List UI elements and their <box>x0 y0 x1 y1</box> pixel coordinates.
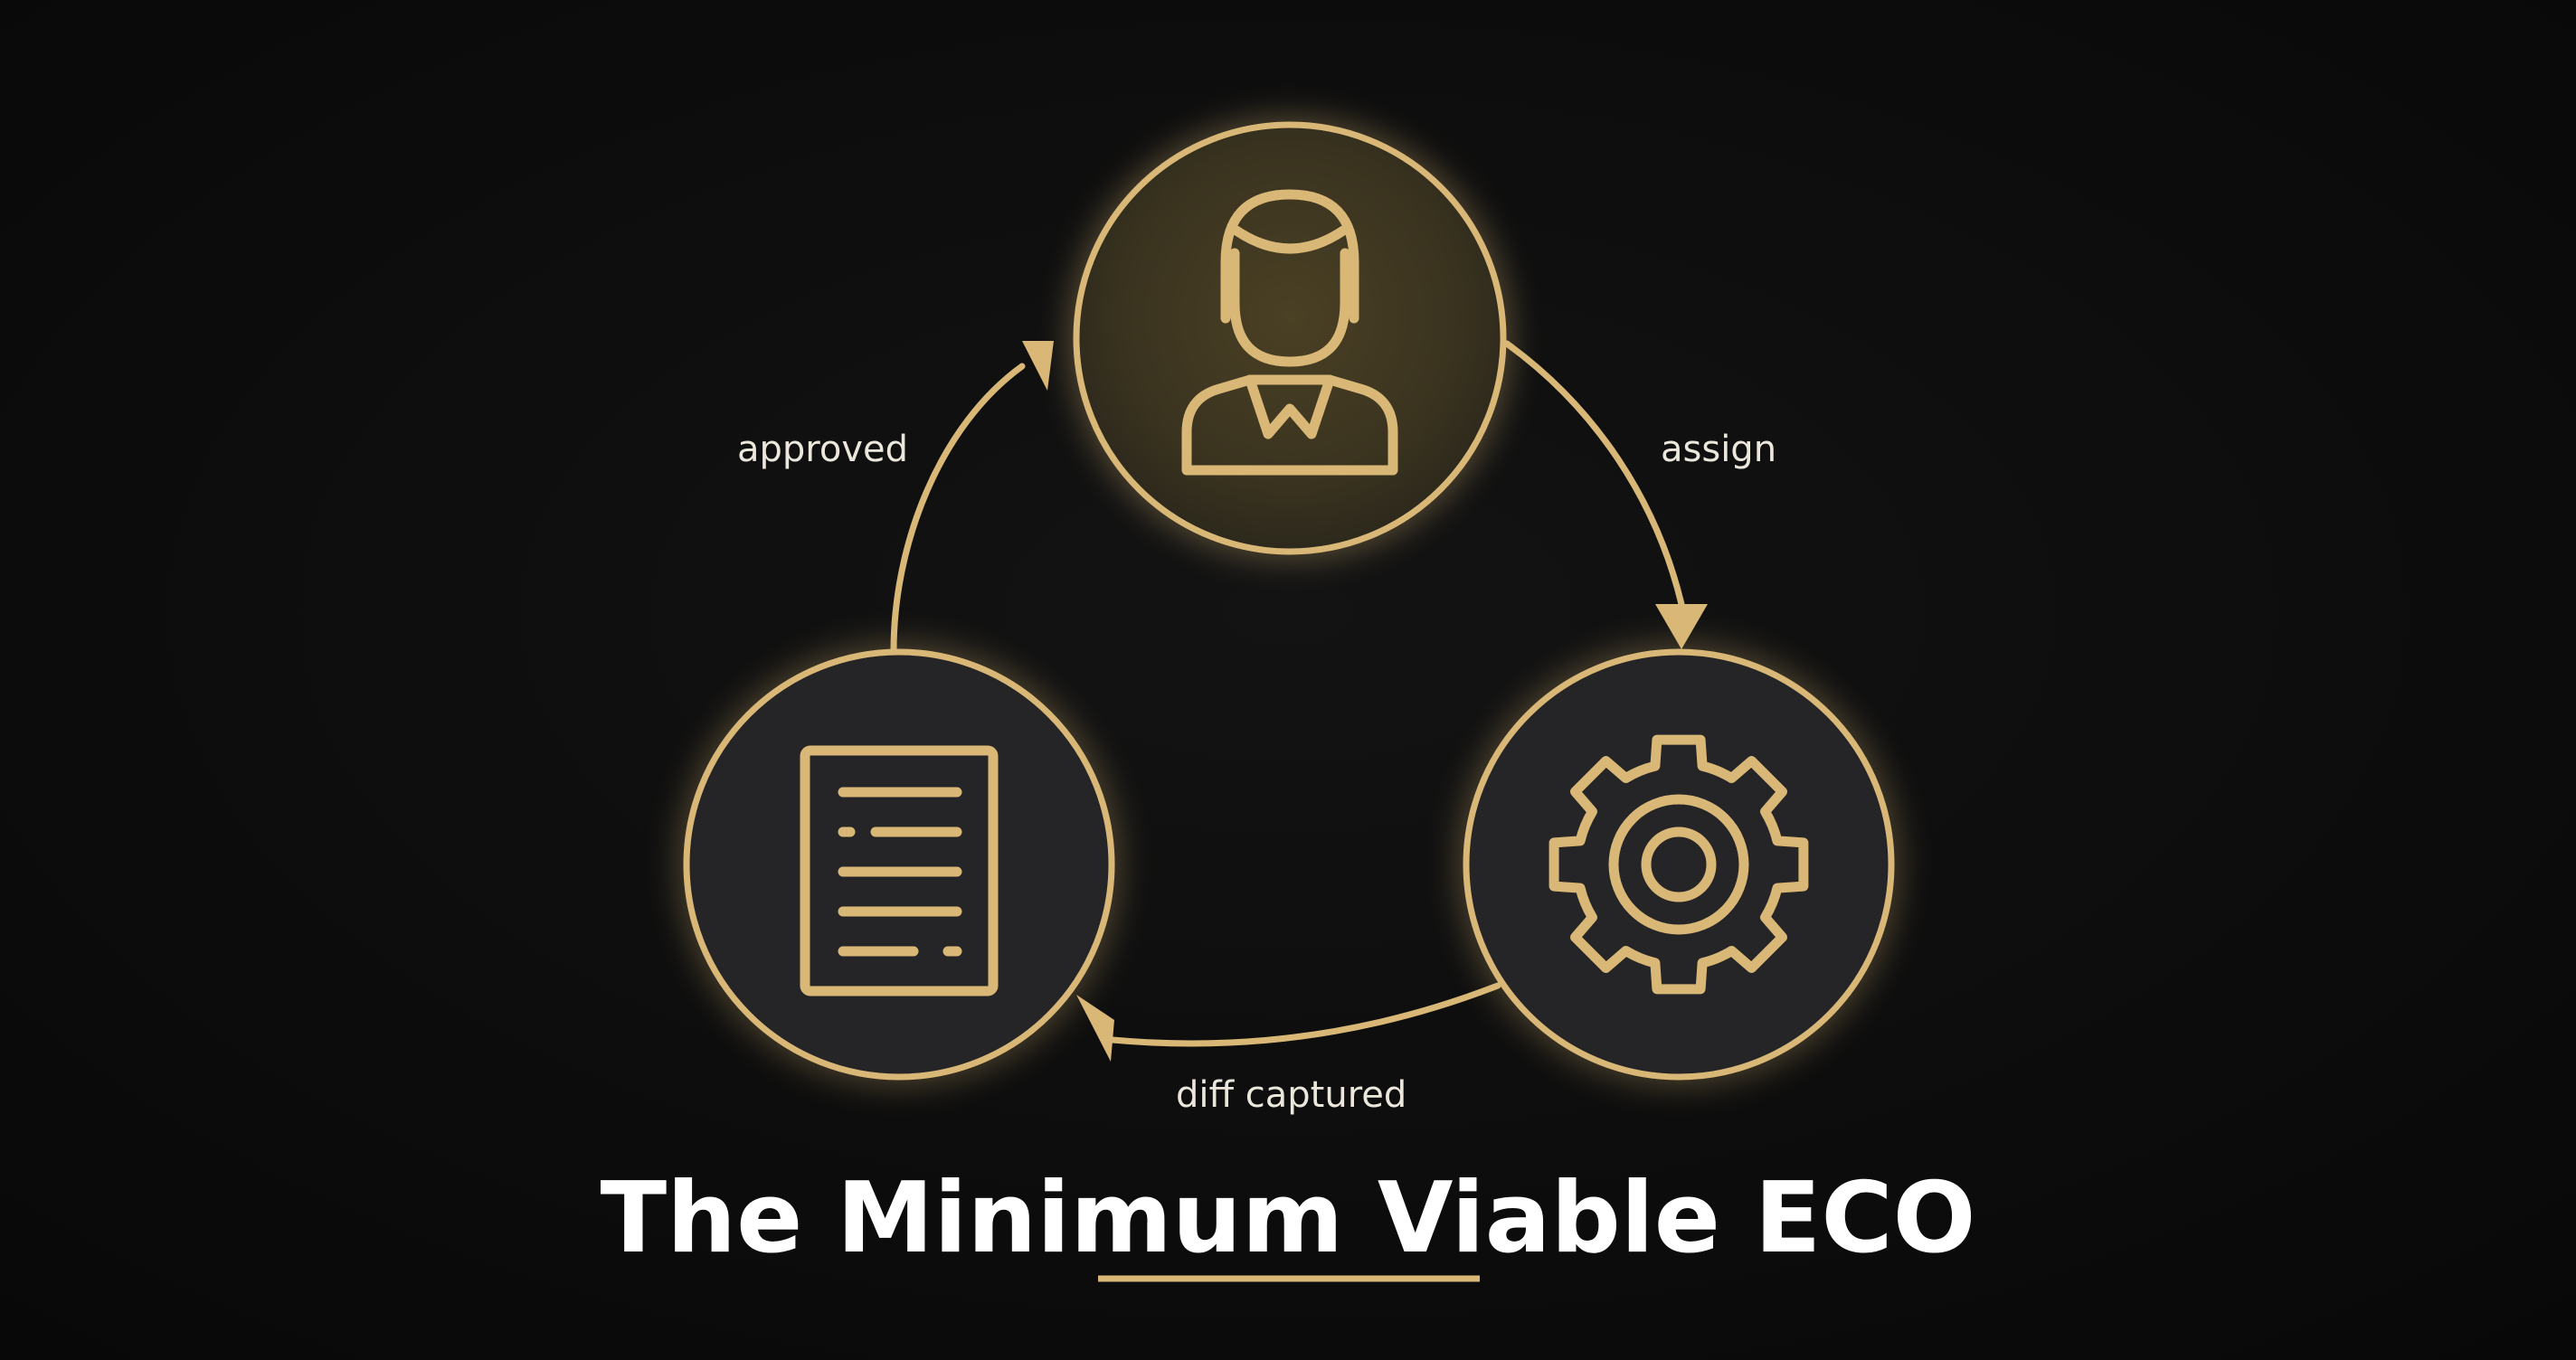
person-icon <box>1181 189 1398 476</box>
gear-icon <box>1548 734 1809 995</box>
label-approved: approved <box>737 429 908 470</box>
arrow-head-assign <box>1655 604 1708 649</box>
arrow-approved <box>890 363 1026 655</box>
label-assign: assign <box>1661 429 1776 470</box>
page-title: The Minimum Viable ECO <box>601 1162 1976 1275</box>
arrow-assign <box>1503 340 1685 608</box>
arrow-diff-captured <box>1109 982 1501 1047</box>
node-document <box>677 643 1121 1086</box>
arrow-head-diff-captured <box>1076 995 1114 1062</box>
arrow-head-approved <box>1022 341 1054 391</box>
label-diff-captured: diff captured <box>1176 1074 1406 1116</box>
node-gear <box>1457 643 1900 1086</box>
node-person <box>1068 117 1511 560</box>
document-icon <box>800 745 999 996</box>
cycle-arrows <box>890 340 1708 1062</box>
